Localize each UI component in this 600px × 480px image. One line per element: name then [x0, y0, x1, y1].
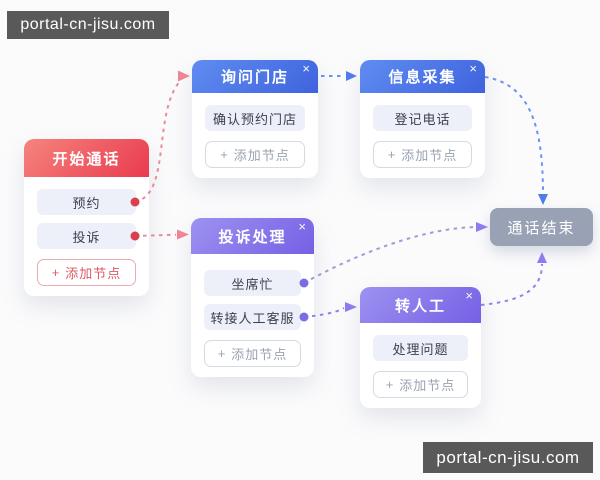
- node-start-call-body: 预约 投诉 + 添加节点: [24, 177, 149, 296]
- watermark-top-left: portal-cn-jisu.com: [7, 11, 169, 39]
- add-node-button-transfer[interactable]: + 添加节点: [373, 371, 468, 398]
- node-info-collect-title: 信息采集: [388, 69, 457, 86]
- branch-transfer-agent[interactable]: 转接人工客服: [204, 304, 301, 330]
- node-start-call-header[interactable]: 开始通话: [24, 139, 149, 177]
- node-start-call[interactable]: 开始通话 预约 投诉 + 添加节点: [24, 139, 149, 296]
- add-node-button-start[interactable]: + 添加节点: [37, 259, 136, 286]
- close-icon[interactable]: ×: [302, 61, 310, 76]
- node-ask-store-header[interactable]: 询问门店 ×: [192, 60, 318, 93]
- connector-infocollect-end[interactable]: [484, 76, 544, 195]
- branch-appointment[interactable]: 预约: [37, 189, 136, 215]
- node-call-end[interactable]: 通话结束: [490, 208, 593, 246]
- node-info-collect-body: 登记电话 + 添加节点: [360, 93, 485, 178]
- add-node-label: 添加节点: [65, 266, 122, 281]
- add-node-button-info-collect[interactable]: + 添加节点: [373, 141, 472, 168]
- arrowhead-icon: [537, 252, 547, 263]
- node-complaint-handling-title: 投诉处理: [218, 228, 287, 246]
- add-node-label: 添加节点: [231, 347, 288, 362]
- node-transfer-human-header[interactable]: 转人工 ×: [360, 287, 481, 323]
- arrowhead-icon: [345, 302, 357, 312]
- node-ask-store-body: 确认预约门店 + 添加节点: [192, 93, 318, 178]
- plus-icon: +: [51, 265, 61, 280]
- watermark-bottom-right: portal-cn-jisu.com: [423, 442, 593, 473]
- arrowhead-icon: [538, 194, 548, 205]
- node-complaint-handling-header[interactable]: 投诉处理 ×: [191, 218, 314, 254]
- node-complaint-handling-body: 坐席忙 转接人工客服 + 添加节点: [191, 254, 314, 377]
- node-transfer-human-body: 处理问题 + 添加节点: [360, 323, 481, 408]
- connector-transfer-end[interactable]: [480, 263, 543, 306]
- branch-handle-issue[interactable]: 处理问题: [373, 335, 468, 361]
- node-info-collect[interactable]: 信息采集 × 登记电话 + 添加节点: [360, 60, 485, 178]
- plus-icon: +: [217, 346, 227, 361]
- branch-register-phone[interactable]: 登记电话: [373, 105, 472, 131]
- add-node-button-ask-store[interactable]: + 添加节点: [205, 141, 305, 168]
- node-ask-store-title: 询问门店: [220, 69, 289, 86]
- connector-agentbusy-end[interactable]: [303, 226, 477, 284]
- node-transfer-human-title: 转人工: [394, 297, 446, 315]
- plus-icon: +: [220, 147, 229, 162]
- node-transfer-human[interactable]: 转人工 × 处理问题 + 添加节点: [360, 287, 481, 408]
- branch-complaint[interactable]: 投诉: [37, 223, 136, 249]
- arrowhead-icon: [346, 71, 357, 81]
- close-icon[interactable]: ×: [465, 288, 473, 303]
- close-icon[interactable]: ×: [469, 61, 477, 76]
- branch-agent-busy[interactable]: 坐席忙: [204, 270, 301, 296]
- close-icon[interactable]: ×: [298, 219, 306, 234]
- add-node-label: 添加节点: [401, 148, 458, 163]
- add-node-label: 添加节点: [399, 378, 456, 393]
- arrowhead-icon: [177, 229, 189, 240]
- arrowhead-icon: [476, 222, 488, 232]
- plus-icon: +: [385, 377, 395, 392]
- add-node-button-complaint[interactable]: + 添加节点: [204, 340, 301, 367]
- add-node-label: 添加节点: [233, 148, 290, 163]
- branch-confirm-store[interactable]: 确认预约门店: [205, 105, 305, 131]
- node-ask-store[interactable]: 询问门店 × 确认预约门店 + 添加节点: [192, 60, 318, 178]
- node-complaint-handling[interactable]: 投诉处理 × 坐席忙 转接人工客服 + 添加节点: [191, 218, 314, 377]
- plus-icon: +: [387, 147, 397, 162]
- arrowhead-icon: [178, 70, 190, 82]
- node-info-collect-header[interactable]: 信息采集 ×: [360, 60, 485, 93]
